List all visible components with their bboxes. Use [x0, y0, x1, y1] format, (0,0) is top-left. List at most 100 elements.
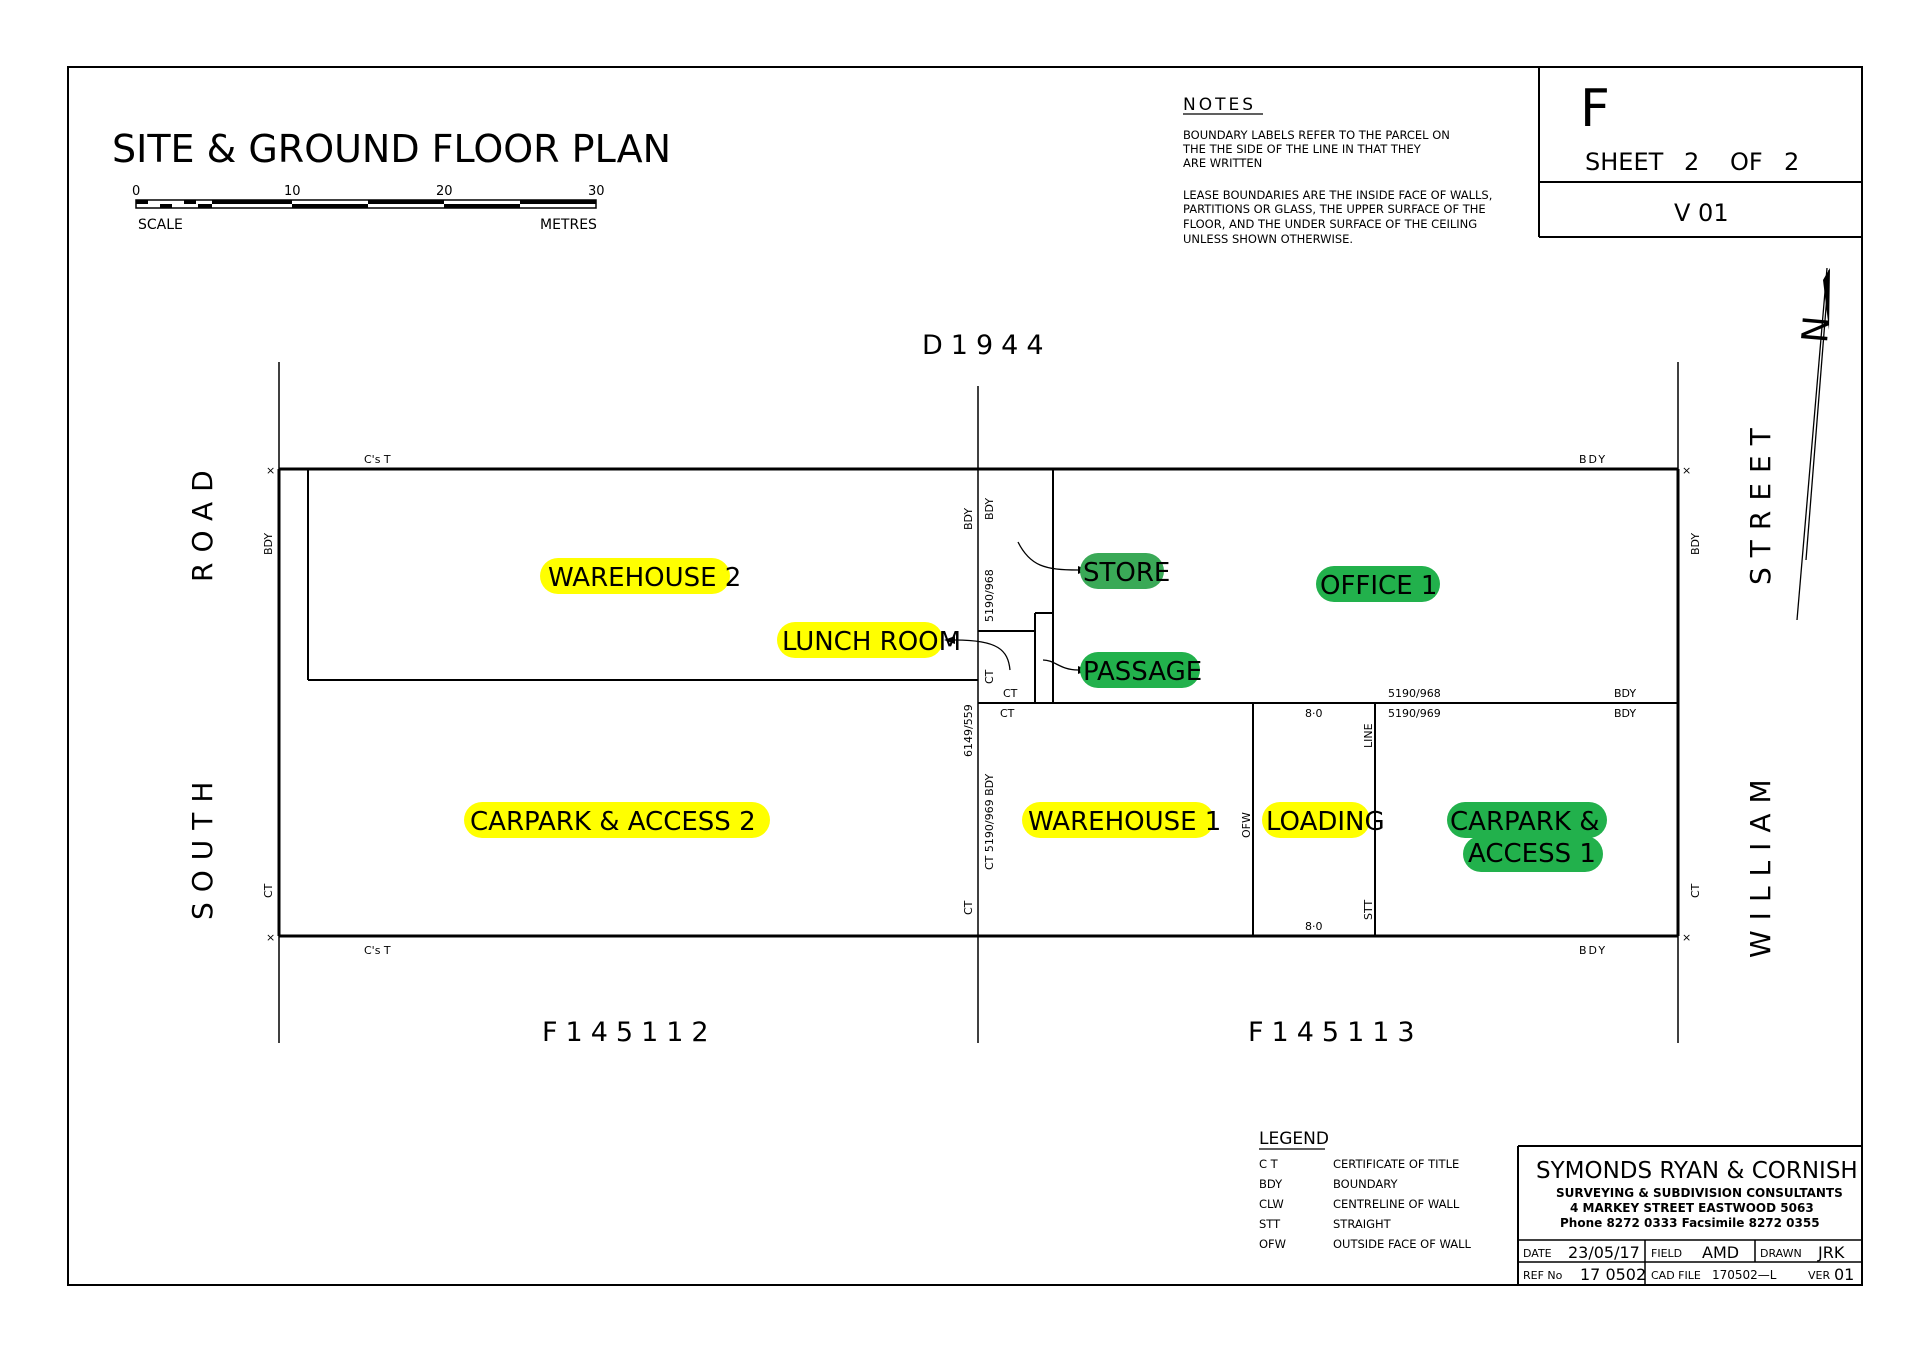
- corner-mark-br: ×: [1682, 931, 1691, 944]
- label-dist-top: 8·0: [1305, 707, 1323, 720]
- parcel-d1944: D1944: [922, 330, 1052, 361]
- north-arrow: N: [1795, 267, 1838, 621]
- cad-value: 170502—L: [1712, 1268, 1777, 1282]
- ref-label: REF No: [1523, 1269, 1563, 1282]
- scale-units: METRES: [540, 217, 597, 233]
- label-bdy-mid-1: BDY: [1614, 687, 1636, 700]
- legend-code-bdy: BDY: [1259, 1177, 1283, 1191]
- ver-label: VER: [1808, 1269, 1830, 1282]
- legend-code-ofw: OFW: [1259, 1237, 1286, 1251]
- label-dist-bottom: 8·0: [1305, 920, 1323, 933]
- scale-tick-10: 10: [284, 184, 301, 199]
- sheet-of: OF: [1730, 148, 1763, 176]
- site-linework: [277, 362, 1680, 1043]
- drawing-frame: [67, 66, 1863, 1286]
- company-line1: SURVEYING & SUBDIVISION CONSULTANTS: [1556, 1186, 1843, 1200]
- company-name: SYMONDS RYAN & CORNISH: [1536, 1158, 1858, 1184]
- legend-code-ct: C T: [1259, 1157, 1279, 1171]
- label-ct-mid: CT: [983, 669, 996, 684]
- area-warehouse-2: WAREHOUSE 2: [548, 563, 741, 593]
- label-cst-top: C's T: [364, 453, 391, 466]
- scale-tick-30: 30: [588, 184, 605, 199]
- legend-desc-ct: CERTIFICATE OF TITLE: [1333, 1157, 1459, 1171]
- notes-p2-line2: PARTITIONS OR GLASS, THE UPPER SURFACE O…: [1183, 202, 1486, 216]
- area-carpark-access-1-line1: CARPARK &: [1450, 807, 1599, 837]
- legend-code-stt: STT: [1259, 1217, 1281, 1231]
- area-office-1: OFFICE 1: [1320, 571, 1437, 601]
- notes-p1-line3: ARE WRITTEN: [1183, 156, 1262, 170]
- road-label-street: STREET: [1744, 418, 1777, 585]
- legend-desc-stt: STRAIGHT: [1333, 1217, 1392, 1231]
- sheet-letter: F: [1580, 79, 1610, 139]
- label-5190-968: 5190/968: [1388, 687, 1441, 700]
- sheet-total: 2: [1784, 148, 1799, 176]
- sheet-number: 2: [1684, 148, 1699, 176]
- area-lunch-room: LUNCH ROOM: [782, 627, 961, 657]
- scale-bar: 0 10 20 30 SCALE METRES: [132, 184, 605, 233]
- road-label-road: ROAD: [186, 460, 219, 582]
- notes-p1-line1: BOUNDARY LABELS REFER TO THE PARCEL ON: [1183, 128, 1450, 142]
- label-bdy-left: BDY: [262, 533, 275, 555]
- area-warehouse-1: WAREHOUSE 1: [1028, 807, 1221, 837]
- label-bdy-right: BDY: [1689, 533, 1702, 555]
- drawing-title: SITE & GROUND FLOOR PLAN: [112, 127, 671, 171]
- legend-desc-clw: CENTRELINE OF WALL: [1333, 1197, 1460, 1211]
- label-ct-5190-969-bdy: CT 5190/969 BDY: [983, 773, 996, 870]
- ver-value: 01: [1834, 1265, 1854, 1284]
- area-passage: PASSAGE: [1083, 657, 1202, 687]
- parcel-f145113: F145113: [1248, 1017, 1423, 1048]
- corner-mark-bl: ×: [266, 931, 275, 944]
- corner-mark-tl: ×: [266, 464, 275, 477]
- drawn-value: JRK: [1817, 1243, 1845, 1262]
- label-line: LINE: [1362, 723, 1375, 748]
- label-ct-mid-h2: CT: [1000, 707, 1015, 720]
- area-store: STORE: [1083, 558, 1170, 588]
- notes-p2-line1: LEASE BOUNDARIES ARE THE INSIDE FACE OF …: [1183, 188, 1492, 202]
- ref-value: 17 0502: [1580, 1265, 1646, 1284]
- field-value: AMD: [1702, 1243, 1739, 1262]
- road-label-william: WILLIAM: [1744, 769, 1777, 958]
- drawn-label: DRAWN: [1760, 1247, 1802, 1260]
- label-bdy-top: BDY: [1579, 453, 1607, 466]
- area-loading: LOADING: [1266, 807, 1385, 837]
- label-bdy-mid-right: BDY: [983, 498, 996, 520]
- road-label-south: SOUTH: [186, 772, 219, 920]
- legend-desc-ofw: OUTSIDE FACE OF WALL: [1333, 1237, 1471, 1251]
- company-line3: Phone 8272 0333 Facsimile 8272 0355: [1560, 1216, 1820, 1230]
- sheet-box: F SHEET 2 OF 2 V 01: [1538, 67, 1862, 238]
- label-bdy-bottom: BDY: [1579, 944, 1607, 957]
- boundary-labels: × × × × C's T C's T BDY BDY BDY CT BDY C…: [262, 453, 1702, 957]
- date-value: 23/05/17: [1568, 1243, 1640, 1262]
- corner-mark-tr: ×: [1682, 464, 1691, 477]
- scale-tick-20: 20: [436, 184, 453, 199]
- notes-p2-line3: FLOOR, AND THE UNDER SURFACE OF THE CEIL…: [1183, 217, 1477, 231]
- label-bdy-mid-left: BDY: [962, 508, 975, 530]
- label-bdy-mid-2: BDY: [1614, 707, 1636, 720]
- label-ct-left: CT: [262, 883, 275, 898]
- notes-p1-line2: THE THE SIDE OF THE LINE IN THAT THEY: [1182, 142, 1422, 156]
- north-label: N: [1795, 314, 1838, 344]
- label-cst-bottom: C's T: [364, 944, 391, 957]
- label-ofw: OFW: [1240, 812, 1253, 838]
- label-5190-969: 5190/969: [1388, 707, 1441, 720]
- legend-heading: LEGEND: [1259, 1129, 1329, 1149]
- area-labels: WAREHOUSE 2 LUNCH ROOM STORE PASSAGE OFF…: [464, 553, 1607, 872]
- label-ct-bottom-mid: CT: [962, 900, 975, 915]
- label-stt: STT: [1362, 899, 1375, 920]
- parcel-f145112: F145112: [542, 1017, 717, 1048]
- scale-tick-0: 0: [132, 184, 140, 199]
- legend: LEGEND C T CERTIFICATE OF TITLE BDY BOUN…: [1259, 1129, 1471, 1251]
- label-title-6149-559: 6149/559: [962, 704, 975, 757]
- label-title-5190-968-vert: 5190/968: [983, 569, 996, 622]
- area-carpark-access-1-line2: ACCESS 1: [1468, 839, 1596, 869]
- date-label: DATE: [1523, 1247, 1552, 1260]
- legend-code-clw: CLW: [1259, 1197, 1284, 1211]
- notes-p2-line4: UNLESS SHOWN OTHERWISE.: [1183, 232, 1353, 246]
- label-ct-mid-h1: CT: [1003, 687, 1018, 700]
- scale-label: SCALE: [138, 217, 183, 233]
- field-label: FIELD: [1651, 1247, 1682, 1260]
- legend-desc-bdy: BOUNDARY: [1333, 1177, 1399, 1191]
- notes-heading: NOTES: [1183, 95, 1256, 115]
- company-line2: 4 MARKEY STREET EASTWOOD 5063: [1570, 1201, 1814, 1215]
